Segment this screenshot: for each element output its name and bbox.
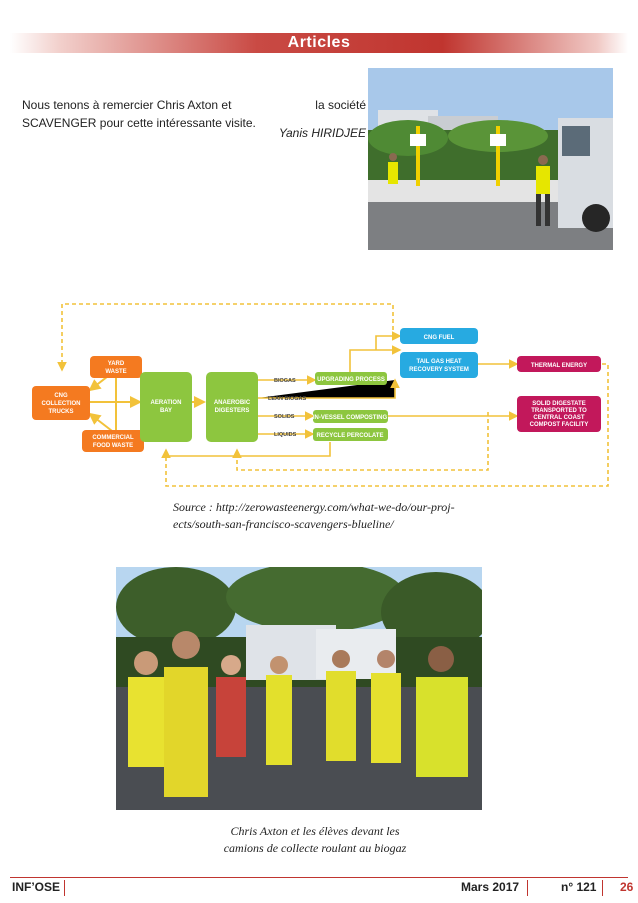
label-liquids: LIQUIDS — [274, 432, 297, 438]
footer-magazine-name: INF’OSE — [12, 880, 66, 896]
label-biogas: BIOGAS — [274, 378, 296, 384]
photo-caption: Chris Axton et les élèves devant les cam… — [190, 823, 440, 857]
svg-text:DIGESTERS: DIGESTERS — [215, 408, 250, 414]
footer-page-number: 26 — [620, 880, 634, 894]
label-solids: SOLIDS — [274, 414, 295, 420]
svg-text:CNG FUEL: CNG FUEL — [424, 335, 455, 341]
svg-text:FOOD WASTE: FOOD WASTE — [93, 443, 133, 449]
box-in-vessel-composting: IN-VESSEL COMPOSTING — [313, 410, 388, 423]
svg-text:CENTRAL COAST: CENTRAL COAST — [533, 415, 585, 421]
svg-text:CNG: CNG — [54, 393, 68, 399]
process-diagram: YARD WASTE CNG COLLECTION TRUCKS COMMERC… — [32, 303, 609, 487]
footer-issue-number: n° 121 — [561, 880, 604, 896]
svg-text:THERMAL ENERGY: THERMAL ENERGY — [531, 363, 587, 369]
label-lean-biogas: LEAN BIOGAS — [268, 396, 307, 402]
footer-divider — [10, 877, 628, 878]
students-group-illustration — [116, 567, 482, 810]
intro-line-2: SCAVENGER pour cette intéressante visite… — [22, 116, 256, 130]
intro-line-1-left: Nous tenons à remercier Chris Axton et — [22, 98, 232, 112]
svg-text:RECYCLE PERCOLATE: RECYCLE PERCOLATE — [317, 433, 384, 439]
box-upgrading-process: UPGRADING PROCESS — [315, 372, 387, 385]
svg-text:WASTE: WASTE — [105, 369, 126, 375]
box-tail-gas: TAIL GAS HEAT RECOVERY SYSTEM — [400, 352, 478, 378]
svg-text:UPGRADING PROCESS: UPGRADING PROCESS — [317, 377, 385, 383]
footer-date: Mars 2017 — [461, 880, 529, 896]
svg-text:AERATION: AERATION — [151, 400, 182, 406]
svg-text:TRUCKS: TRUCKS — [49, 409, 74, 415]
svg-text:SOLID DIGESTATE: SOLID DIGESTATE — [532, 401, 585, 407]
source-caption-line-2: ects/south-san-francisco-scavengers-blue… — [173, 517, 394, 531]
box-yard-waste: YARD WASTE — [90, 356, 142, 378]
loop-arrow-top — [57, 303, 394, 372]
fueling-station-photo — [368, 68, 613, 250]
students-group-photo — [116, 567, 482, 810]
svg-text:RECOVERY SYSTEM: RECOVERY SYSTEM — [409, 367, 469, 373]
svg-text:COMMERCIAL: COMMERCIAL — [92, 435, 134, 441]
box-solid-digestate: SOLID DIGESTATE TRANSPORTED TO CENTRAL C… — [517, 396, 601, 432]
arrow-to-cng-fuel — [375, 331, 402, 350]
loop-arrow-bottom — [161, 363, 609, 487]
photo-caption-line-1: Chris Axton et les élèves devant les — [230, 824, 400, 838]
author-signature: Yanis HIRIDJEE — [278, 126, 366, 140]
box-cng-trucks: CNG COLLECTION TRUCKS — [32, 386, 90, 420]
intro-line-1: Nous tenons à remercier Chris Axton et l… — [22, 96, 366, 114]
intro-line-1-right: la société — [315, 98, 366, 112]
arrow-percolate-return — [166, 442, 331, 457]
intro-paragraph: Nous tenons à remercier Chris Axton et l… — [22, 96, 366, 132]
page-footer: INF’OSE Mars 2017 n° 121 26 — [0, 874, 638, 903]
box-cng-fuel: CNG FUEL — [400, 328, 478, 344]
svg-text:TAIL GAS HEAT: TAIL GAS HEAT — [417, 359, 462, 365]
box-food-waste: COMMERCIAL FOOD WASTE — [82, 430, 144, 452]
svg-text:ANAEROBIC: ANAEROBIC — [214, 400, 251, 406]
section-title: Articles — [287, 34, 351, 51]
svg-text:YARD: YARD — [108, 361, 125, 367]
svg-text:TRANSPORTED TO: TRANSPORTED TO — [531, 408, 587, 414]
box-aeration-bay: AERATION BAY — [140, 372, 192, 442]
svg-text:COLLECTION: COLLECTION — [42, 401, 81, 407]
svg-text:COMPOST FACILITY: COMPOST FACILITY — [530, 422, 589, 428]
svg-text:BAY: BAY — [160, 408, 172, 414]
box-anaerobic-digesters: ANAEROBIC DIGESTERS — [206, 372, 258, 442]
box-thermal-energy: THERMAL ENERGY — [517, 356, 601, 372]
header-banner: Articles — [10, 33, 628, 53]
svg-text:IN-VESSEL COMPOSTING: IN-VESSEL COMPOSTING — [313, 415, 388, 421]
fueling-station-illustration — [368, 68, 613, 250]
arrow-to-tail-gas — [349, 345, 402, 372]
photo-caption-line-2: camions de collecte roulant au biogaz — [223, 841, 407, 855]
box-recycle-percolate: RECYCLE PERCOLATE — [313, 428, 388, 441]
loop-arrow-mid — [232, 412, 489, 471]
source-caption-line-1: Source : http://zerowasteenergy.com/what… — [173, 500, 455, 514]
source-caption: Source : http://zerowasteenergy.com/what… — [173, 499, 493, 533]
